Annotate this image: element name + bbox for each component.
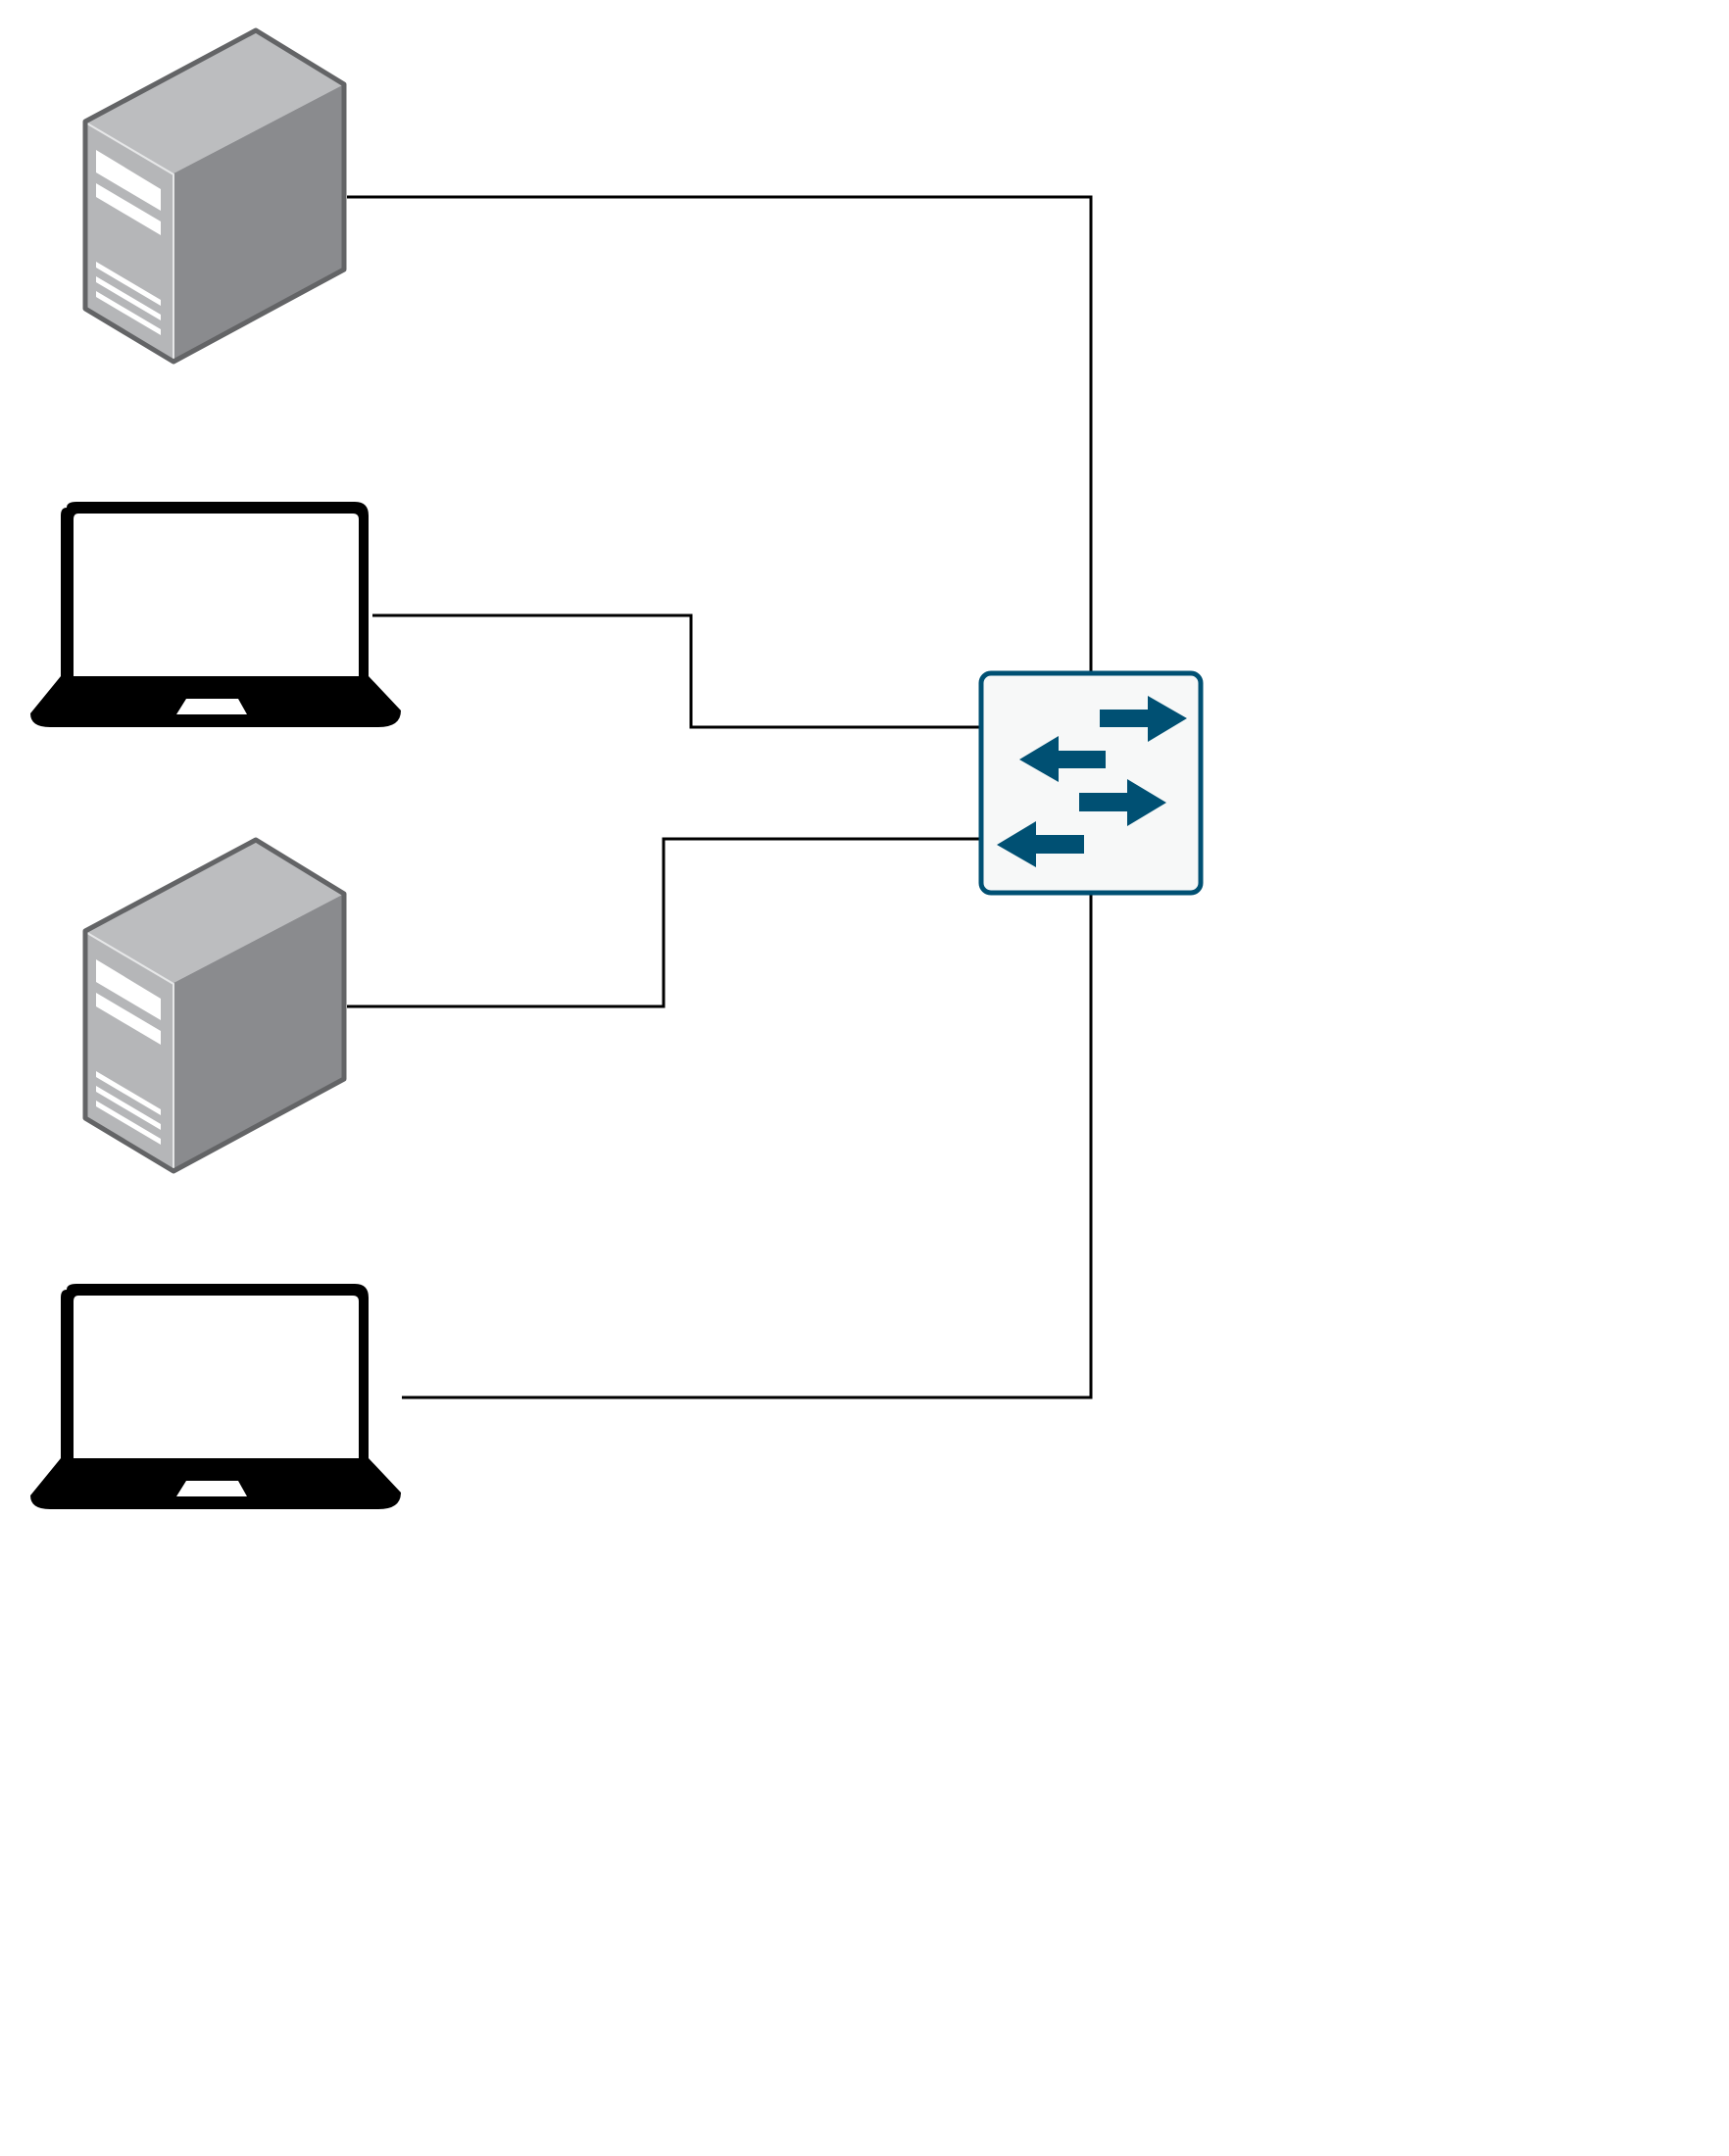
link-server-1-to-switch [347,195,1093,673]
switch-body [978,670,1204,896]
switch-arrows-icon [997,696,1187,867]
link-server-2-to-switch [347,837,980,1008]
server-tower-icon[interactable] [85,30,344,362]
link-laptop-1-to-switch [372,613,980,729]
server-tower-icon[interactable] [85,840,344,1171]
laptop-icon[interactable] [30,502,401,727]
network-switch[interactable] [978,670,1204,896]
link-laptop-2-to-switch [402,893,1093,1399]
connections [347,195,1093,1399]
laptop-icon[interactable] [30,1284,401,1509]
